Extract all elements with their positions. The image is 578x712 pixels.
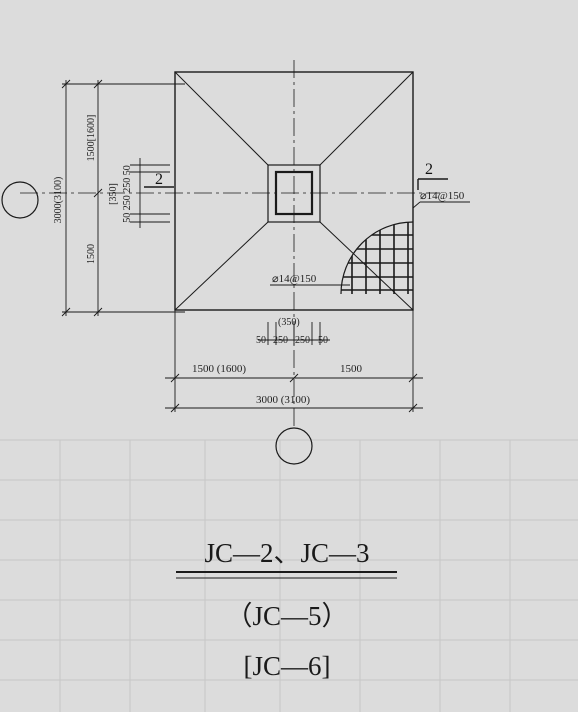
title-main: JC—2、JC—3 xyxy=(204,538,369,568)
dim-bottom-col-250a: 250 xyxy=(273,335,288,346)
dim-bottom-total: 3000 (3100) xyxy=(256,394,310,406)
center-lines xyxy=(20,60,440,430)
axis-bubble-bottom xyxy=(275,427,313,465)
title-paren: （JC—5） xyxy=(225,601,348,631)
dim-bottom-col-250b: 250 xyxy=(295,335,310,346)
background-table xyxy=(0,439,578,712)
dim-bottom-right-half: 1500 xyxy=(340,363,363,375)
dim-bottom-col-50a: 50 xyxy=(256,335,266,346)
section-number-right: 2 xyxy=(425,161,433,178)
dim-left-bottom-half: 1500 xyxy=(86,244,97,264)
rebar-label-top: ⌀14@150 xyxy=(420,190,465,202)
dim-left-col-group: [350] xyxy=(108,183,119,205)
dim-left-col-split: 50 250 250 50 xyxy=(122,165,133,223)
section-mark-right xyxy=(417,178,448,190)
dim-left-total: 3000(3100) xyxy=(53,177,64,224)
dim-left-top-half: 1500[1600] xyxy=(86,115,97,162)
bottom-dim-lines xyxy=(165,310,423,413)
left-dim-lines xyxy=(61,79,185,317)
rebar-label-bottom: ⌀14@150 xyxy=(272,273,317,285)
dim-bottom-col-50b: 50 xyxy=(318,335,328,346)
section-number-left: 2 xyxy=(155,171,163,188)
dim-bottom-col-group: (350) xyxy=(278,317,300,328)
dim-bottom-left-half: 1500 (1600) xyxy=(192,363,246,375)
title-bracket: [JC—6] xyxy=(244,651,331,681)
rebar-detail xyxy=(340,200,414,300)
axis-bubble-left xyxy=(1,181,39,219)
